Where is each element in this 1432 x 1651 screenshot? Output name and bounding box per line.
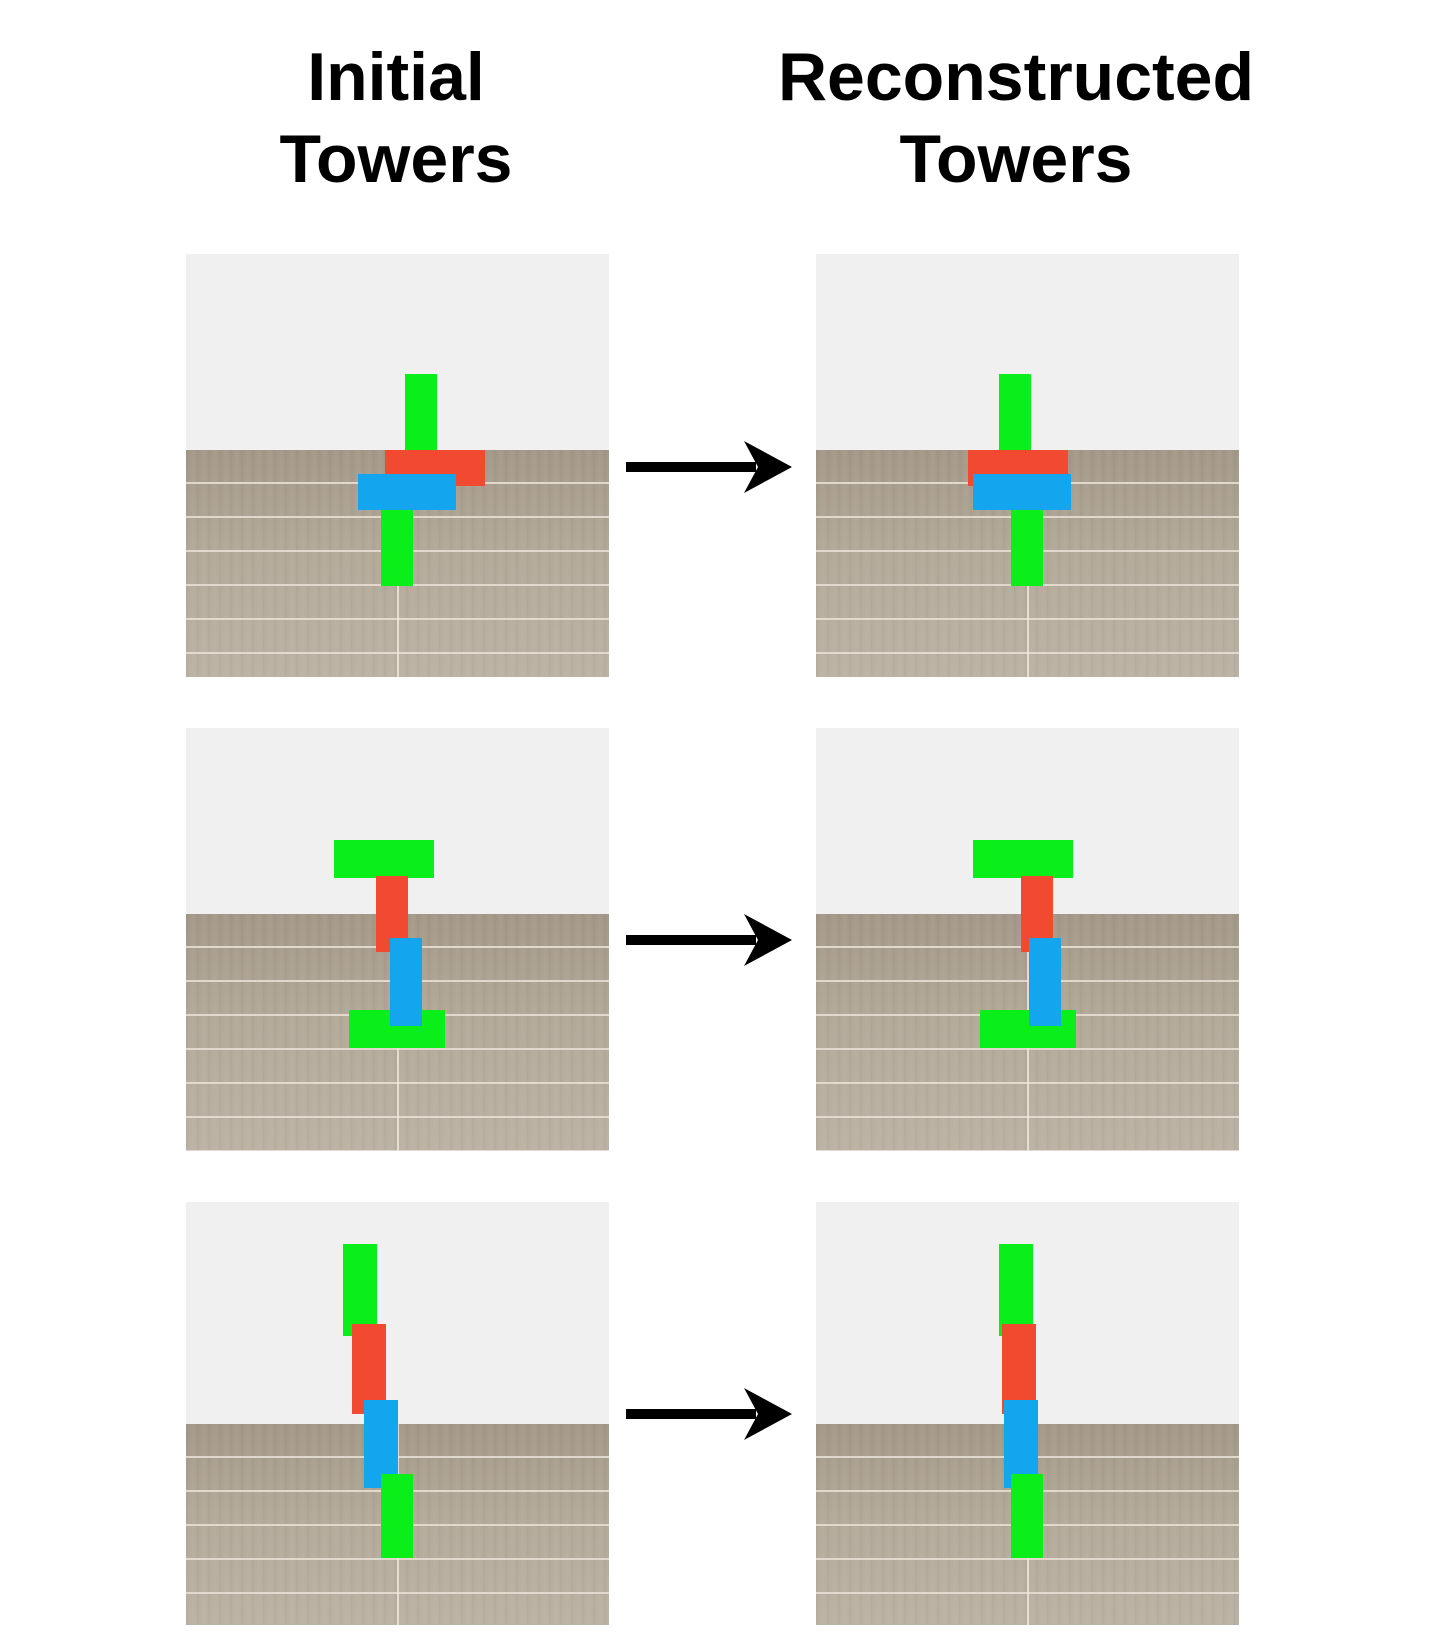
green-block — [999, 374, 1031, 462]
blue-block — [1004, 1400, 1038, 1488]
arrow-right-icon — [626, 1388, 792, 1440]
green-block — [999, 1244, 1033, 1336]
green-block — [343, 1244, 377, 1336]
scene-reconstructed-3 — [816, 1202, 1239, 1625]
green-block — [1011, 1474, 1043, 1558]
scene-wall — [186, 254, 609, 450]
blue-block — [364, 1400, 398, 1488]
red-block — [352, 1324, 386, 1414]
green-block — [973, 840, 1073, 878]
green-block — [381, 510, 413, 586]
scene-initial-3 — [186, 1202, 609, 1625]
green-block — [405, 374, 437, 462]
initial-title-line-2: Towers — [279, 121, 513, 197]
arrow-right-icon — [626, 441, 792, 493]
green-block — [1011, 510, 1043, 586]
scene-initial-1 — [186, 254, 609, 677]
green-block — [334, 840, 434, 878]
initial-title-line-1: Initial — [307, 39, 485, 115]
blue-block — [1029, 1010, 1061, 1026]
reconstructed-towers-title: Reconstructed Towers — [766, 36, 1266, 200]
red-block — [1002, 1324, 1036, 1414]
blue-block — [973, 474, 1071, 510]
blue-block — [358, 474, 456, 510]
scene-reconstructed-1 — [816, 254, 1239, 677]
reconstructed-title-line-2: Towers — [899, 121, 1133, 197]
scene-reconstructed-2 — [816, 728, 1239, 1151]
green-block — [980, 1010, 1076, 1048]
blue-block — [390, 1010, 422, 1026]
green-block — [381, 1474, 413, 1558]
initial-towers-title: Initial Towers — [186, 36, 606, 200]
reconstructed-title-line-1: Reconstructed — [777, 39, 1255, 115]
scene-initial-2 — [186, 728, 609, 1151]
arrow-right-icon — [626, 914, 792, 966]
scene-wall — [186, 1202, 609, 1424]
